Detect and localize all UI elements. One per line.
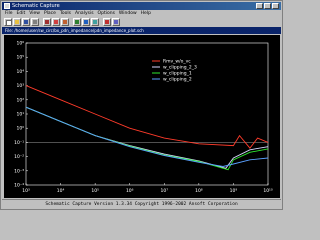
y-tick-label: 10² (16, 97, 24, 103)
y-tick-label: 10¹ (16, 112, 24, 118)
x-tick-label: 10⁹ (230, 188, 238, 194)
window-title: Schematic Capture (12, 3, 60, 9)
menu-place[interactable]: Place (43, 11, 56, 16)
menu-window[interactable]: Window (118, 11, 137, 16)
legend-label-4: w_clipping_2 (163, 77, 192, 83)
menu-edit[interactable]: Edit (16, 11, 26, 16)
menu-help[interactable]: Help (140, 11, 151, 16)
status-text: Schematic Capture Version 1.3.34 Copyrig… (45, 202, 238, 207)
impedance-chart: 10³ 10⁴ 10⁵ 10⁶ 10⁷ 10⁸ 10⁹ 10¹⁰ 10⁶ 10⁵ 10⁴ 10³ 10²… (14, 41, 273, 195)
x-tick-label: 10⁴ (57, 188, 65, 194)
menu-tools[interactable]: Tools (59, 11, 71, 16)
run-simulation-icon[interactable] (103, 18, 111, 26)
app-window: Schematic Capture File Edit View Place T… (0, 0, 283, 210)
print-icon[interactable] (31, 18, 39, 26)
y-tick-label: 10⁵ (16, 55, 24, 61)
y-tick-label: 10⁻³ (14, 168, 24, 174)
close-button[interactable] (272, 3, 279, 9)
x-tick-label: 10⁸ (195, 188, 203, 194)
legend-label-1: Rmv_w/o_vc (163, 59, 191, 65)
y-tick-label: 10³ (16, 83, 24, 89)
x-tick-label: 10⁶ (126, 188, 134, 194)
new-file-icon[interactable] (4, 18, 12, 26)
series-line-4 (25, 106, 269, 167)
y-tick-label: 10⁰ (16, 126, 24, 132)
toolbar (2, 17, 281, 27)
series-line-1 (25, 85, 269, 149)
minimize-button[interactable] (256, 3, 263, 9)
file-path: File: /home/user/sw_circ/bx_pdn_impedanc… (5, 28, 144, 33)
legend-label-3: w_clipping_1 (163, 71, 192, 77)
cut-icon[interactable] (43, 18, 51, 26)
x-tick-label: 10⁵ (91, 188, 99, 194)
menu-bar: File Edit View Place Tools Analysis Opti… (2, 10, 281, 17)
x-tick-label: 10⁷ (161, 188, 169, 194)
copy-icon[interactable] (52, 18, 60, 26)
component-tool-icon[interactable] (82, 18, 90, 26)
x-tick-label: 10¹⁰ (263, 188, 273, 194)
y-tick-label: 10⁻¹ (14, 140, 24, 146)
wire-tool-icon[interactable] (73, 18, 81, 26)
menu-view[interactable]: View (29, 11, 40, 16)
paste-icon[interactable] (61, 18, 69, 26)
plot-area[interactable]: 10³ 10⁴ 10⁵ 10⁶ 10⁷ 10⁸ 10⁹ 10¹⁰ 10⁶ 10⁵ 10⁴ 10³ 10²… (4, 35, 280, 198)
menu-options[interactable]: Options (97, 11, 115, 16)
zoom-icon[interactable] (91, 18, 99, 26)
series-line-2 (25, 106, 269, 169)
save-icon[interactable] (22, 18, 30, 26)
plot-icon[interactable] (112, 18, 120, 26)
window-controls (256, 3, 279, 9)
app-icon (4, 3, 10, 9)
menu-file[interactable]: File (5, 11, 13, 16)
maximize-button[interactable] (264, 3, 271, 9)
path-bar: File: /home/user/sw_circ/bx_pdn_impedanc… (2, 27, 281, 34)
y-tick-label: 10⁶ (16, 41, 24, 47)
status-bar: Schematic Capture Version 1.3.34 Copyrig… (2, 199, 281, 209)
title-bar[interactable]: Schematic Capture (2, 2, 281, 10)
x-tick-label: 10³ (22, 188, 30, 194)
open-folder-icon[interactable] (13, 18, 21, 26)
legend-label-2: w_clipping_2_3 (163, 65, 197, 71)
y-tick-label: 10⁴ (16, 69, 24, 75)
y-tick-label: 10⁻⁴ (14, 183, 24, 189)
y-tick-label: 10⁻² (14, 154, 24, 160)
menu-analysis[interactable]: Analysis (75, 11, 94, 16)
